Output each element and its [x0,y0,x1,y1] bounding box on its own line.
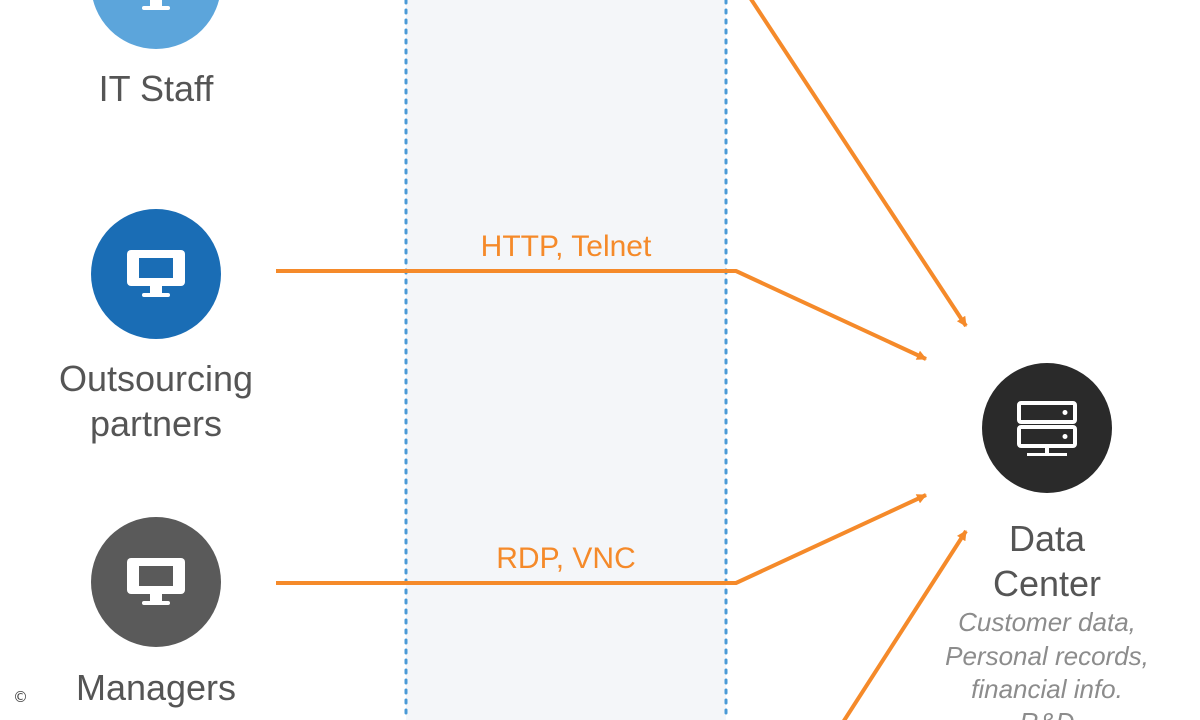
outsourcing-label-line2: partners [90,403,222,444]
it-staff-label: IT Staff [99,68,215,109]
connection-label-http-telnet: HTTP, Telnet [481,230,652,263]
data-center-note-line4: R&D [1020,707,1075,720]
outsourcing-label-line1: Outsourcing [59,358,253,399]
monitor-screen [139,566,173,586]
monitor-icon [142,0,170,10]
connection-arrows [276,0,968,720]
arrow-bottom-to-data-center [842,529,968,720]
secure-zone [406,0,726,720]
data-center-note-line2: Personal records, [945,641,1149,671]
arrow-outsourcing-to-data-center [276,269,927,361]
node-data-center: Data Center Customer data, Personal reco… [945,363,1149,720]
server-icon [1017,401,1077,456]
managers-label: Managers [76,667,236,708]
arrow-it-staff-to-data-center [749,0,968,328]
node-it-staff: IT Staff [93,0,219,109]
node-outsourcing-partners: Outsourcing partners [59,209,253,444]
data-center-note-line3: financial info. [971,674,1123,704]
data-center-label-line2: Center [993,563,1101,604]
monitor-icon [127,250,185,297]
data-center-note-line1: Customer data, [958,607,1136,637]
data-center-label-line1: Data [1009,518,1086,559]
arrow-managers-to-data-center [276,493,927,585]
it-staff-circle [93,0,219,49]
node-managers: Managers [76,517,236,708]
copyright-mark: © [13,688,28,706]
monitor-screen [139,258,173,278]
connection-label-rdp-vnc: RDP, VNC [496,542,635,575]
monitor-icon [127,558,185,605]
